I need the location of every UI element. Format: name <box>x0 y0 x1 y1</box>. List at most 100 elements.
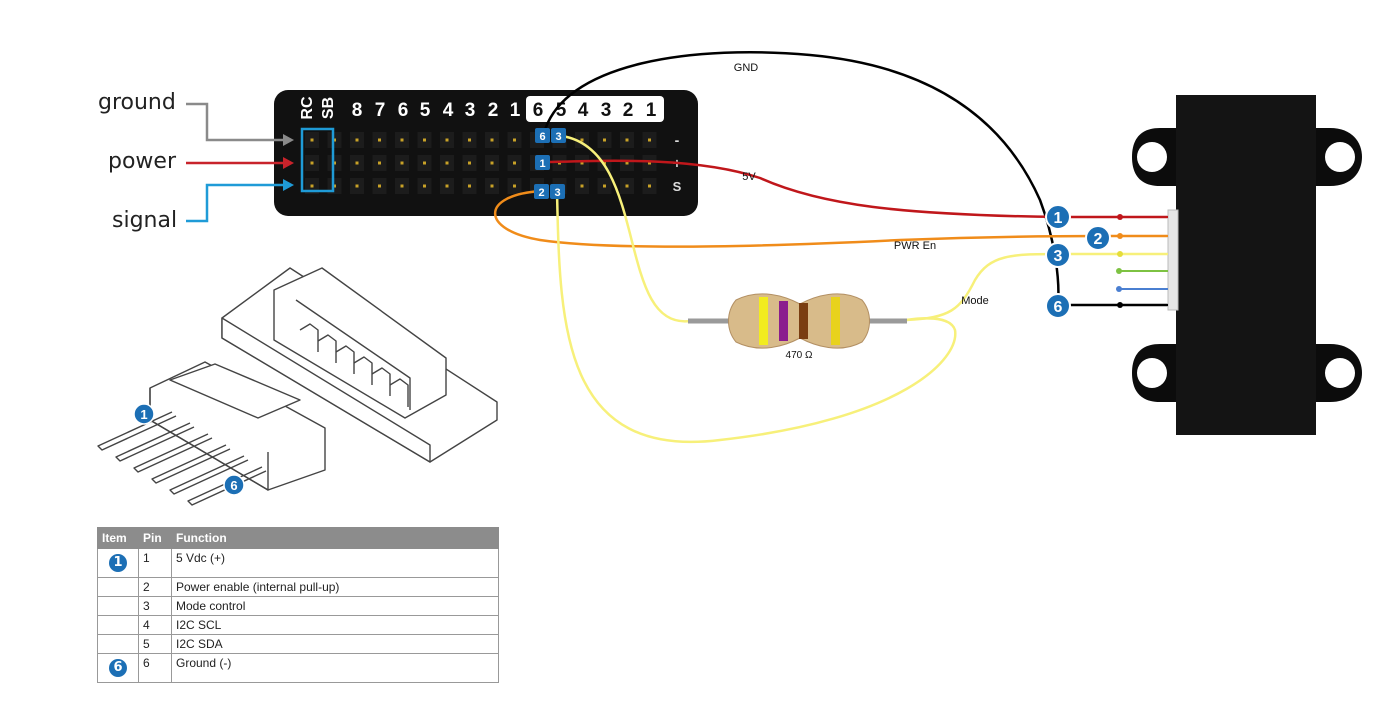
5v-wire <box>549 159 1170 219</box>
item-cell: 6 <box>97 653 139 683</box>
header-pin <box>625 161 629 165</box>
header-pin <box>445 138 449 142</box>
function-cell: I2C SDA <box>171 634 499 654</box>
column-header: Pin <box>138 527 172 549</box>
resistor-value: 470 Ω <box>786 350 813 361</box>
pin-function-table: Item Pin Function 1 1 5 Vdc (+) 2 Power … <box>97 527 499 683</box>
header-pin <box>355 161 359 165</box>
header-pin <box>378 138 381 142</box>
header-pin <box>513 138 516 142</box>
gnd-wire <box>541 51 1060 306</box>
function-cell: Power enable (internal pull-up) <box>171 577 499 597</box>
header-pin <box>490 138 494 142</box>
channel-number: 1 <box>510 100 521 121</box>
channel-number: 4 <box>443 100 454 121</box>
mode-wire-sensor <box>905 252 1170 322</box>
header-pin <box>490 161 494 165</box>
header-pin <box>468 184 471 188</box>
pwr-en-pin-tag: 2 <box>538 187 544 199</box>
connector-badge-1: 1 <box>140 407 147 422</box>
header-pin <box>445 184 449 188</box>
channel-number: 2 <box>488 100 499 121</box>
header-pin <box>490 184 494 188</box>
mode-pin-tag: 3 <box>555 131 561 143</box>
header-pins <box>305 132 657 194</box>
sb-label: SB <box>320 97 337 119</box>
aux-number: 3 <box>601 100 612 121</box>
5v-label: 5V <box>742 171 756 183</box>
header-pin <box>333 138 336 142</box>
pwr-en-wire <box>494 189 1170 248</box>
item-cell: 1 <box>97 548 139 578</box>
connector-badges: 1 6 <box>133 403 245 496</box>
connector-lead <box>115 422 195 462</box>
legend-ground-label: ground <box>98 90 176 115</box>
servo-rail-header: RC SB 8 7 6 5 4 3 2 1 6 5 4 3 2 1 - + S <box>274 90 698 216</box>
gnd-label: GND <box>734 62 759 74</box>
wires <box>494 51 1170 444</box>
header-pin <box>423 184 426 188</box>
column-header: Function <box>171 527 499 549</box>
header-pin <box>648 184 651 188</box>
header-pin <box>423 161 426 165</box>
header-pin <box>468 138 471 142</box>
table-header-row: Item Pin Function <box>97 527 499 549</box>
item-cell <box>97 634 139 654</box>
mode-label: Mode <box>961 295 989 307</box>
mode-wire-bottom <box>555 191 957 444</box>
header-pin <box>513 184 516 188</box>
pin-cell: 5 <box>138 634 172 654</box>
power-pin-tag: 1 <box>539 158 545 170</box>
header-pin <box>648 138 651 142</box>
aux-number: 6 <box>533 100 544 121</box>
aux-number: 5 <box>556 100 567 121</box>
header-pin <box>310 184 314 188</box>
channel-number: 7 <box>375 100 386 121</box>
header-pin <box>400 161 404 165</box>
header-pin <box>400 184 404 188</box>
sensor-badge-6: 6 <box>1054 299 1063 316</box>
item-badge: 1 <box>109 554 127 572</box>
aux-number: 1 <box>646 100 657 121</box>
connector-lead <box>97 411 177 451</box>
connector-slot <box>389 378 409 407</box>
legend-arrows <box>186 102 294 223</box>
header-pin <box>333 161 336 165</box>
header-pin <box>310 161 314 165</box>
column-header: Item <box>97 527 139 549</box>
mode-wire-top <box>561 134 691 323</box>
item-cell <box>97 577 139 597</box>
channel-number: 3 <box>465 100 476 121</box>
header-pin <box>333 184 336 188</box>
function-cell: Mode control <box>171 596 499 616</box>
function-cell: Ground (-) <box>171 653 499 683</box>
header-pin <box>310 138 314 142</box>
header-pin <box>468 161 471 165</box>
header-pin <box>603 138 606 142</box>
legend-power-label: power <box>108 149 176 174</box>
connector-lead <box>169 455 249 495</box>
sensor-pin-badges: 1 2 3 6 <box>1045 204 1111 319</box>
gnd-pin-tag: 6 <box>539 131 545 143</box>
header-pin <box>513 161 516 165</box>
table-row: 3 Mode control <box>97 596 499 616</box>
header-pin <box>378 184 381 188</box>
function-cell: 5 Vdc (+) <box>171 548 499 578</box>
header-pin <box>580 184 584 188</box>
header-pin <box>580 138 584 142</box>
rc-label: RC <box>299 96 316 120</box>
resistor: 470 Ω <box>688 293 907 361</box>
header-pin <box>423 138 426 142</box>
pin-cell: 4 <box>138 615 172 635</box>
sensor-badge-1: 1 <box>1054 210 1063 227</box>
left-channel-numbers: 8 7 6 5 4 3 2 1 <box>352 100 521 121</box>
header-pin <box>603 184 606 188</box>
sensor-badge-2: 2 <box>1094 231 1103 248</box>
ground-arrow <box>186 102 286 142</box>
header-pin <box>625 138 629 142</box>
right-channel-numbers: 6 5 4 3 2 1 <box>533 100 657 121</box>
header-pin <box>355 138 359 142</box>
table-row: 1 1 5 Vdc (+) <box>97 548 499 578</box>
pin-cell: 3 <box>138 596 172 616</box>
